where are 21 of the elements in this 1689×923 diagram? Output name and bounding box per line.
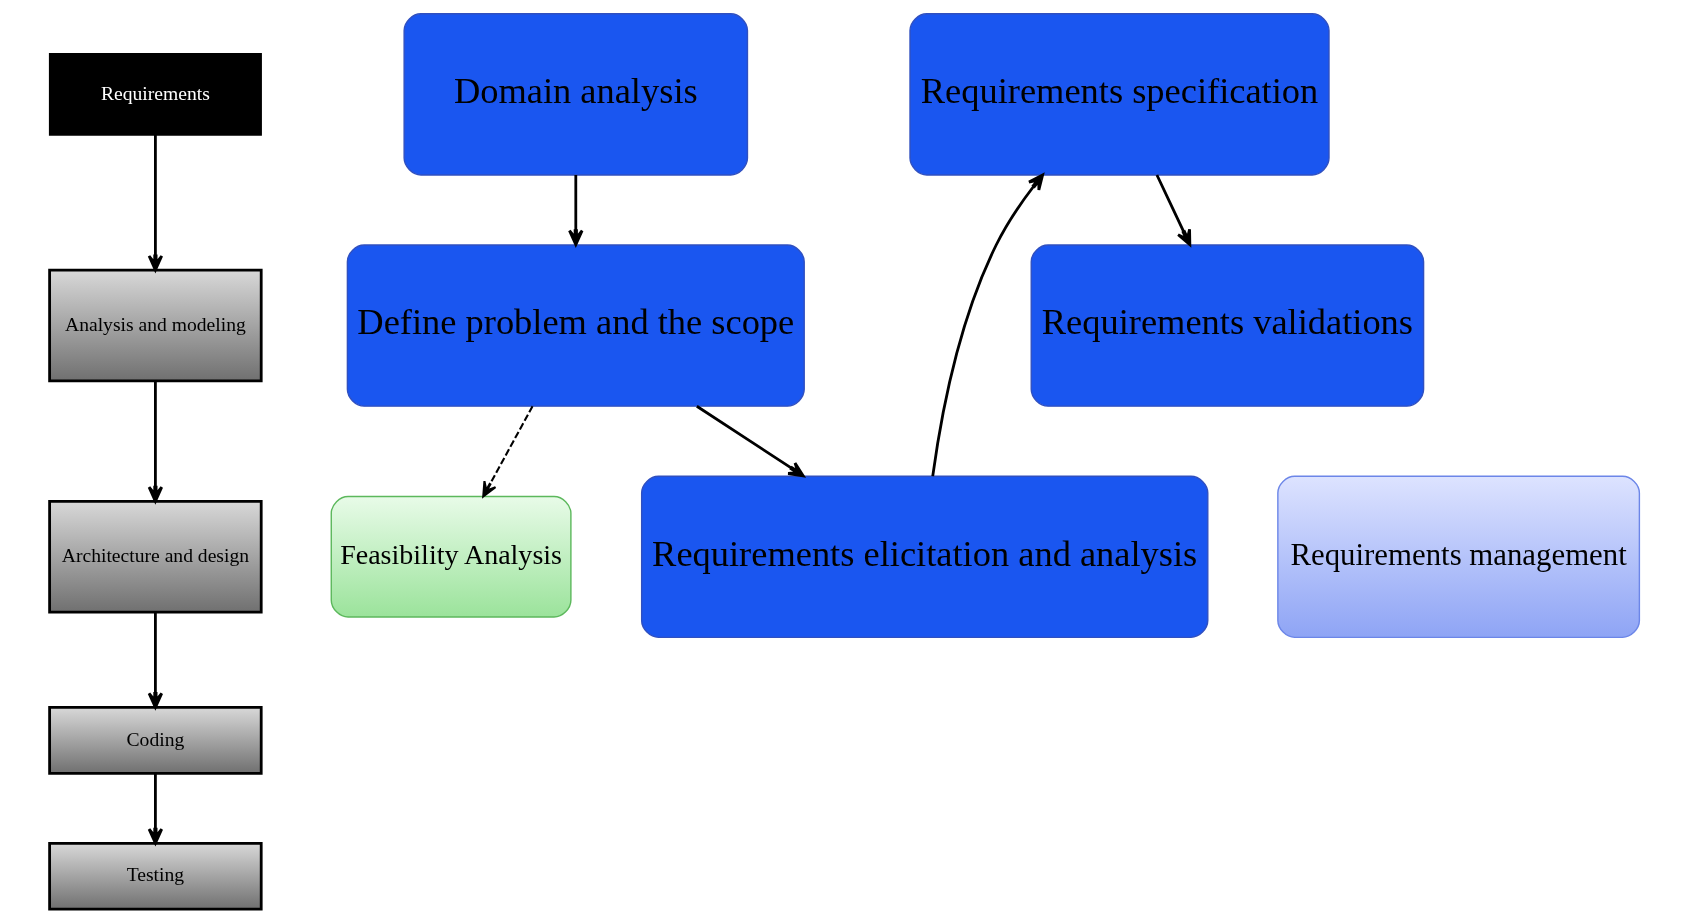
- arrow: [147, 612, 164, 709]
- node-box: Testing: [48, 841, 263, 911]
- node-box: Architecture and design: [48, 500, 263, 614]
- arrow: [482, 405, 534, 498]
- arrow: [696, 405, 805, 478]
- arrow: [147, 135, 164, 272]
- arrow: [931, 173, 1045, 477]
- node-box: Requirements: [48, 53, 262, 136]
- arrow: [147, 773, 164, 845]
- node-box: Feasibility Analysis: [330, 495, 572, 618]
- node-box: Define problem and the scope: [346, 244, 805, 407]
- node-box: Analysis and modeling: [48, 268, 263, 383]
- arrow: [1155, 174, 1192, 247]
- node-box: Requirements specification: [909, 13, 1330, 176]
- arrow: [568, 175, 584, 247]
- node-box: Requirements validations: [1030, 244, 1425, 407]
- node-box: Requirements management: [1277, 475, 1641, 639]
- node-box: Coding: [48, 706, 263, 775]
- node-box: Requirements elicitation and analysis: [640, 475, 1209, 639]
- arrow: [147, 381, 164, 503]
- node-box: Domain analysis: [403, 13, 749, 176]
